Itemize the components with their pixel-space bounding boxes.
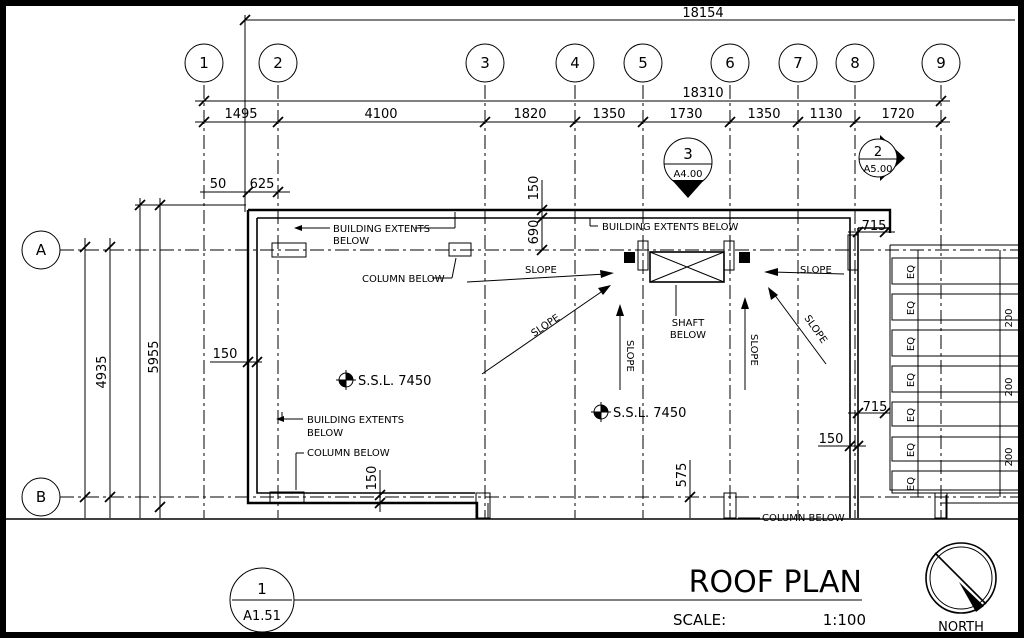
right-panels: EQ EQ EQ EQ EQ EQ EQ 200 200 200 bbox=[891, 250, 1021, 497]
level-markers: S.S.L. 7450 S.S.L. 7450 bbox=[336, 370, 686, 422]
dim-bay-2-3: 4100 bbox=[364, 107, 397, 122]
dim-625: 625 bbox=[250, 177, 275, 192]
note-building-extents-2: BUILDING EXTENTS BELOW bbox=[602, 222, 739, 233]
dim-200-2: 200 bbox=[1004, 377, 1015, 396]
bay-dimension-chain: 1495 4100 1820 1350 1730 1350 1130 1720 bbox=[195, 107, 950, 128]
shaft: SHAFT BELOW bbox=[624, 251, 750, 341]
overall-dimension-second: 18310 bbox=[195, 86, 950, 107]
dim-bay-6-7: 1350 bbox=[747, 107, 780, 122]
dim-bay-1-2: 1495 bbox=[224, 107, 257, 122]
view-marker-number: 1 bbox=[257, 580, 267, 598]
note-building-extents-3a: BUILDING EXTENTS bbox=[307, 415, 404, 426]
grid-column-bubbles: 1 2 3 4 5 6 7 8 9 bbox=[184, 43, 961, 83]
level-ssl-1: S.S.L. 7450 bbox=[358, 374, 431, 389]
note-column-below-2: COLUMN BELOW bbox=[307, 448, 390, 459]
dim-bay-5-6: 1730 bbox=[669, 107, 702, 122]
dim-200-1: 200 bbox=[1004, 308, 1015, 327]
dim-50: 50 bbox=[210, 177, 227, 192]
dim-bay-3-4: 1820 bbox=[513, 107, 546, 122]
slope-label-6: SLOPE bbox=[802, 313, 829, 345]
grid-label-5: 5 bbox=[638, 54, 648, 72]
north-arrow-icon: NORTH bbox=[925, 542, 997, 635]
dim-715-right: 715 bbox=[863, 400, 888, 415]
overall-dimension-top: 18154 bbox=[239, 6, 1015, 26]
dim-bay-4-5: 1350 bbox=[592, 107, 625, 122]
section-marker-number: 3 bbox=[683, 145, 693, 163]
shaft-label-b: BELOW bbox=[670, 330, 706, 341]
drawing-title: ROOF PLAN bbox=[689, 565, 862, 600]
interior-dims: 150 690 715 150 715 150 150 575 bbox=[210, 176, 895, 518]
dim-overall-top: 18154 bbox=[682, 6, 723, 21]
dim-690: 690 bbox=[527, 220, 542, 245]
grid-label-1: 1 bbox=[199, 54, 209, 72]
grid-label-2: 2 bbox=[273, 54, 283, 72]
section-marker: 3 A4.00 bbox=[663, 137, 713, 198]
eq-6: EQ bbox=[906, 443, 917, 457]
dim-bay-7-8: 1130 bbox=[809, 107, 842, 122]
slope-label-5: SLOPE bbox=[748, 334, 759, 366]
dim-150-top: 150 bbox=[527, 176, 542, 201]
grid-label-8: 8 bbox=[850, 54, 860, 72]
slope-arrows: SLOPE SLOPE SLOPE SLOPE SLOPE SLOPE bbox=[466, 265, 845, 390]
eq-1: EQ bbox=[906, 265, 917, 279]
grid-row-b: B bbox=[36, 488, 46, 506]
dim-5955: 5955 bbox=[147, 340, 162, 373]
small-dims-top-left: 50 625 bbox=[200, 177, 290, 198]
notes: BUILDING EXTENTS BELOW BUILDING EXTENTS … bbox=[276, 212, 845, 524]
scale-value: 1:100 bbox=[823, 611, 866, 629]
left-vertical-dims: 4935 5955 bbox=[79, 198, 246, 518]
grid-label-9: 9 bbox=[936, 54, 946, 72]
scale-label: SCALE: bbox=[673, 611, 726, 629]
note-building-extents-1a: BUILDING EXTENTS bbox=[333, 224, 430, 235]
grid-label-7: 7 bbox=[793, 54, 803, 72]
title-block: 1 A1.51 ROOF PLAN SCALE: 1:100 bbox=[5, 518, 1019, 633]
dim-4935: 4935 bbox=[95, 355, 110, 388]
eq-4: EQ bbox=[906, 373, 917, 387]
note-building-extents-3b: BELOW bbox=[307, 428, 343, 439]
elevation-marker-sheet: A5.00 bbox=[863, 164, 892, 175]
dim-200-3: 200 bbox=[1004, 447, 1015, 466]
grid-label-3: 3 bbox=[480, 54, 490, 72]
slope-label-4: SLOPE bbox=[624, 340, 635, 372]
dim-overall-second: 18310 bbox=[682, 86, 723, 101]
level-ssl-2: S.S.L. 7450 bbox=[613, 406, 686, 421]
shaft-label-a: SHAFT bbox=[672, 318, 705, 329]
eq-7: EQ bbox=[906, 477, 917, 491]
slope-label-1: SLOPE bbox=[525, 265, 557, 276]
grid-row-a: A bbox=[36, 241, 47, 259]
north-label: NORTH bbox=[938, 620, 984, 635]
eq-5: EQ bbox=[906, 408, 917, 422]
section-marker-sheet: A4.00 bbox=[673, 169, 702, 180]
note-building-extents-1b: BELOW bbox=[333, 236, 369, 247]
dim-715-top: 715 bbox=[862, 219, 887, 234]
elevation-marker: 2 A5.00 bbox=[858, 135, 905, 181]
grid-label-4: 4 bbox=[570, 54, 580, 72]
dim-150-left: 150 bbox=[213, 347, 238, 362]
slope-label-2: SLOPE bbox=[800, 265, 832, 276]
dim-150-right: 150 bbox=[819, 432, 844, 447]
dim-150-bottom: 150 bbox=[365, 466, 380, 491]
dim-575: 575 bbox=[675, 463, 690, 488]
eq-3: EQ bbox=[906, 337, 917, 351]
elevation-marker-number: 2 bbox=[874, 145, 882, 160]
dim-bay-8-9: 1720 bbox=[881, 107, 914, 122]
grid-label-6: 6 bbox=[725, 54, 735, 72]
slope-label-3: SLOPE bbox=[530, 313, 563, 340]
view-marker-sheet: A1.51 bbox=[243, 609, 281, 624]
note-column-below-1: COLUMN BELOW bbox=[362, 274, 445, 285]
eq-2: EQ bbox=[906, 301, 917, 315]
grid-rows: A B bbox=[21, 230, 1020, 517]
